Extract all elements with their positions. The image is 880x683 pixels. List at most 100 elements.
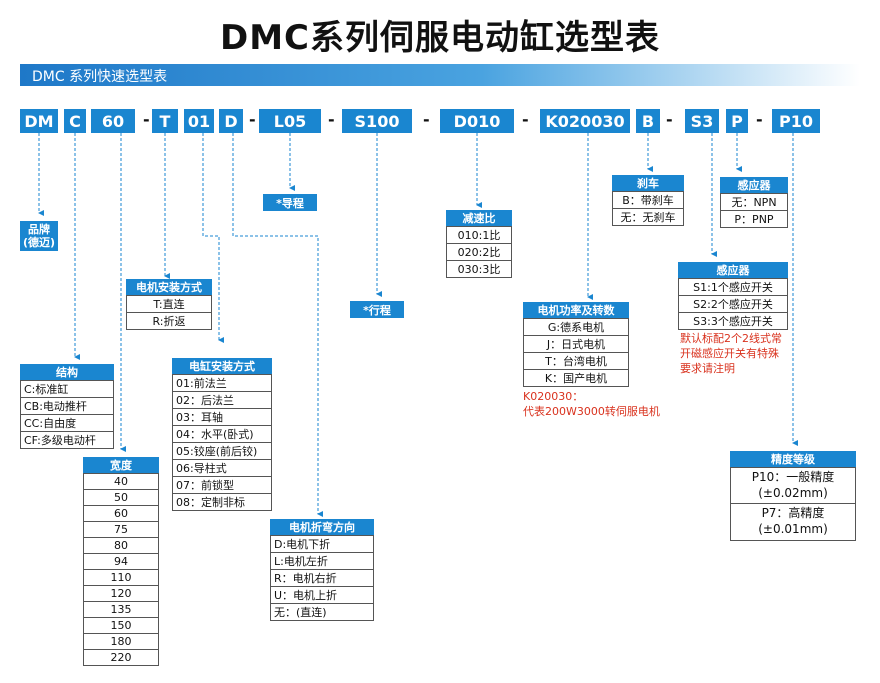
table-row: 030:3比 (446, 260, 512, 278)
cylinder-mount-title: 电缸安装方式 (172, 358, 272, 374)
table-row: S2:2个感应开关 (678, 295, 788, 313)
table-row: S3:3个感应开关 (678, 312, 788, 330)
table-row: 01:前法兰 (172, 374, 272, 392)
code-stroke: S100 (342, 109, 412, 133)
width-option: 220 (83, 649, 159, 666)
table-row: T：台湾电机 (523, 352, 629, 370)
code-sensor-type: P (726, 109, 748, 133)
motor-power-option: K：国产电机 (523, 369, 629, 387)
cylinder-mount-option: 06:导柱式 (172, 459, 272, 477)
width-table: 40 50 60 75 80 94 110 120 135 150 180 22… (83, 473, 159, 666)
table-row: 220 (83, 649, 159, 666)
sensor-type-option: 无：NPN (720, 193, 788, 211)
brand-line1: 品牌 (28, 223, 50, 236)
lead-label: *导程 (263, 194, 317, 211)
code-separator: - (423, 110, 430, 129)
table-row: 94 (83, 553, 159, 570)
sensor-note-line: 要求请注明 (680, 362, 735, 375)
fold-direction-option: L:电机左折 (270, 552, 374, 570)
sensor-note-line: 开磁感应开关有特殊 (680, 347, 779, 360)
brake-option: B：带刹车 (612, 191, 684, 209)
code-separator: - (756, 110, 763, 129)
code-cylinder-mount: 01 (184, 109, 214, 133)
brake-table: B：带刹车 无：无刹车 (612, 191, 684, 226)
fold-direction-option: R：电机右折 (270, 569, 374, 587)
motor-power-title: 电机功率及转数 (523, 302, 629, 318)
stroke-label: *行程 (350, 301, 404, 318)
table-row: 08：定制非标 (172, 493, 272, 511)
brand-line2: (德迈) (22, 236, 56, 249)
code-fold-direction: D (219, 109, 243, 133)
precision-p7-line: P7：高精度 (761, 506, 825, 520)
table-row: 120 (83, 585, 159, 602)
table-row: 无：NPN (720, 193, 788, 211)
cylinder-mount-option: 01:前法兰 (172, 374, 272, 392)
table-row: 03：耳轴 (172, 408, 272, 426)
table-row: 80 (83, 537, 159, 554)
sensor-type-option: P：PNP (720, 210, 788, 228)
structure-option: CC:自由度 (20, 414, 114, 432)
table-row: G:德系电机 (523, 318, 629, 336)
width-title: 宽度 (83, 457, 159, 473)
code-structure: C (64, 109, 86, 133)
table-row: T:直连 (126, 295, 212, 313)
page-title: DMC系列伺服电动缸选型表 (219, 18, 660, 58)
code-sensor-count: S3 (685, 109, 719, 133)
brand-box: 品牌 (德迈) (20, 221, 58, 251)
sensor-note-line: 默认标配2个2线式常 (680, 332, 782, 345)
width-option: 75 (83, 521, 159, 538)
section-label: DMC 系列快速选型表 (32, 69, 168, 85)
fold-direction-title: 电机折弯方向 (270, 519, 374, 535)
table-row: 07：前锁型 (172, 476, 272, 494)
code-precision: P10 (772, 109, 820, 133)
table-row: 06:导柱式 (172, 459, 272, 477)
motor-mount-title: 电机安装方式 (126, 279, 212, 295)
cylinder-mount-option: 04：水平(卧式) (172, 425, 272, 443)
table-row: C:标准缸 (20, 380, 114, 398)
table-row: 05:铰座(前后铰) (172, 442, 272, 460)
fold-direction-table: D:电机下折 L:电机左折 R：电机右折 U：电机上折 无：(直连) (270, 535, 374, 621)
brake-option: 无：无刹车 (612, 208, 684, 226)
reduction-table: 010:1比 020:2比 030:3比 (446, 226, 512, 278)
table-row: 150 (83, 617, 159, 634)
width-option: 120 (83, 585, 159, 602)
sensor-note: 默认标配2个2线式常 开磁感应开关有特殊 要求请注明 (680, 331, 782, 376)
motor-power-option: G:德系电机 (523, 318, 629, 336)
table-row: 110 (83, 569, 159, 586)
motor-mount-option: T:直连 (126, 295, 212, 313)
sensor-count-option: S3:3个感应开关 (678, 312, 788, 330)
cylinder-mount-option: 08：定制非标 (172, 493, 272, 511)
sensor-type-title: 感应器 (720, 177, 788, 193)
cylinder-mount-option: 07：前锁型 (172, 476, 272, 494)
motor-power-note-line: 代表200W3000转伺服电机 (523, 405, 660, 418)
table-row: P：PNP (720, 210, 788, 228)
table-row: 60 (83, 505, 159, 522)
structure-title: 结构 (20, 364, 114, 380)
structure-table: C:标准缸 CB:电动推杆 CC:自由度 CF:多级电动杆 (20, 380, 114, 449)
reduction-option: 010:1比 (446, 226, 512, 244)
cylinder-mount-table: 01:前法兰 02：后法兰 03：耳轴 04：水平(卧式) 05:铰座(前后铰)… (172, 374, 272, 511)
width-option: 94 (83, 553, 159, 570)
code-separator: - (143, 110, 150, 129)
structure-option: CB:电动推杆 (20, 397, 114, 415)
precision-p7: P7：高精度 (±0.01mm) (730, 503, 856, 541)
motor-power-option: J：日式电机 (523, 335, 629, 353)
code-motor-power: K020030 (540, 109, 630, 133)
precision-title: 精度等级 (730, 451, 856, 467)
sensor-type-table: 无：NPN P：PNP (720, 193, 788, 228)
table-row: 020:2比 (446, 243, 512, 261)
width-option: 60 (83, 505, 159, 522)
table-row: 无：无刹车 (612, 208, 684, 226)
code-separator: - (522, 110, 529, 129)
table-row: J：日式电机 (523, 335, 629, 353)
fold-direction-option: 无：(直连) (270, 603, 374, 621)
structure-option: C:标准缸 (20, 380, 114, 398)
precision-p7-line: (±0.01mm) (758, 522, 828, 536)
table-row: 180 (83, 633, 159, 650)
table-row: R:折返 (126, 312, 212, 330)
reduction-option: 020:2比 (446, 243, 512, 261)
reduction-title: 减速比 (446, 210, 512, 226)
motor-power-note: K020030： 代表200W3000转伺服电机 (523, 389, 660, 419)
brake-title: 刹车 (612, 175, 684, 191)
cylinder-mount-option: 03：耳轴 (172, 408, 272, 426)
